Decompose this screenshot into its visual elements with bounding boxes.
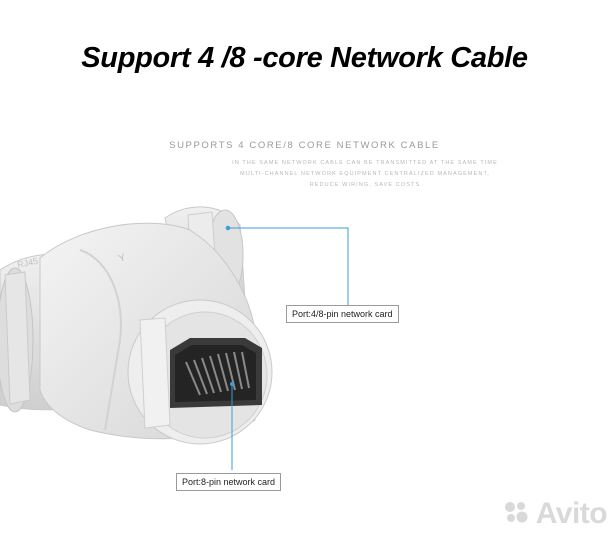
watermark-logo-icon (503, 499, 536, 532)
leader-lines (225, 225, 349, 470)
rj45-pins (185, 351, 250, 396)
svg-text:RJ45: RJ45 (16, 256, 39, 270)
subheading-description: IN THE SAME NETWORK CABLE CAN BE TRANSMI… (232, 160, 498, 188)
svg-text:Y: Y (117, 252, 127, 265)
callout-top-port: Port:4/8-pin network card (286, 305, 399, 323)
headline: Support 4 /8 -core Network Cable (81, 42, 528, 74)
front-port (127, 299, 273, 445)
callout-bottom-port: Port:8-pin network card (176, 473, 282, 491)
watermark: Avito (503, 497, 608, 532)
subheading-title: SUPPORTS 4 CORE/8 CORE NETWORK CABLE (169, 140, 440, 151)
watermark-text: Avito (535, 497, 608, 530)
